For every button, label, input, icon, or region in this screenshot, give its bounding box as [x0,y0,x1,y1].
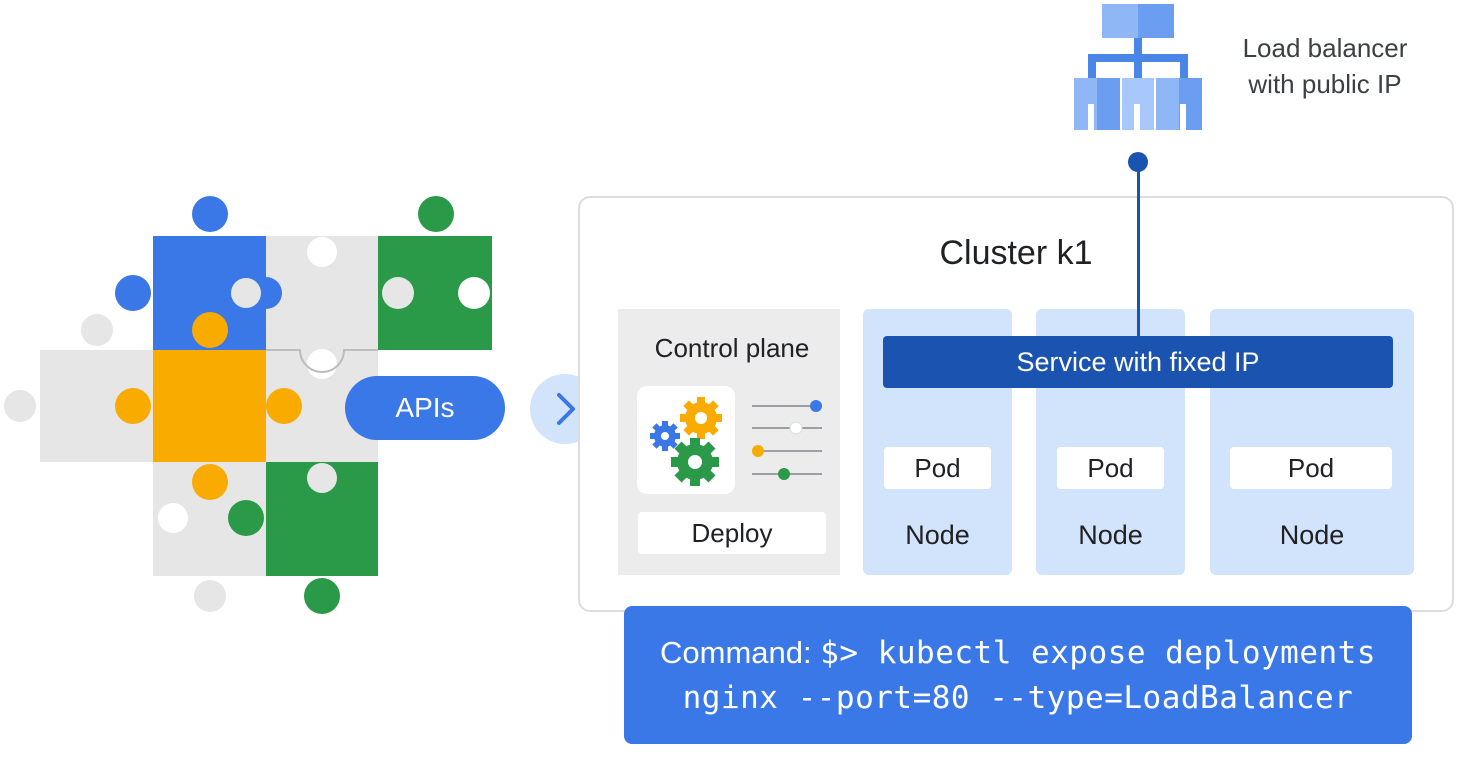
cluster-title: Cluster k1 [939,234,1093,272]
connector-dot [1128,152,1148,172]
node-label: Node [1279,520,1345,550]
node-label: Node [1078,520,1143,550]
command-code-1: $> kubectl expose deployments [820,634,1376,671]
command-label: Command: [660,634,812,670]
gears-icon [650,397,722,486]
apis-pill: APIs [345,376,505,440]
lb-label-line2: with public IP [1248,69,1402,99]
pod-2: Pod [1057,447,1164,489]
puzzle-icon [4,196,492,614]
load-balancer-label: Load balancer with public IP [1215,30,1435,102]
load-balancer-connector [1137,162,1140,338]
control-plane-title: Control plane [654,333,810,363]
sliders-icon [752,400,822,480]
node-label: Node [905,520,970,550]
command-box: Command: $> kubectl expose deployments n… [624,606,1412,744]
load-balancer-icon [1074,4,1202,130]
pod-3: Pod [1230,447,1392,489]
gears-card [637,386,735,494]
command-line-1: Command: $> kubectl expose deployments [660,630,1376,676]
command-code-2: nginx --port=80 --type=LoadBalancer [682,679,1354,716]
pod-1: Pod [884,447,991,489]
deploy-card: Deploy [638,512,826,554]
lb-label-line1: Load balancer [1242,33,1408,63]
service-bar: Service with fixed IP [883,336,1393,388]
